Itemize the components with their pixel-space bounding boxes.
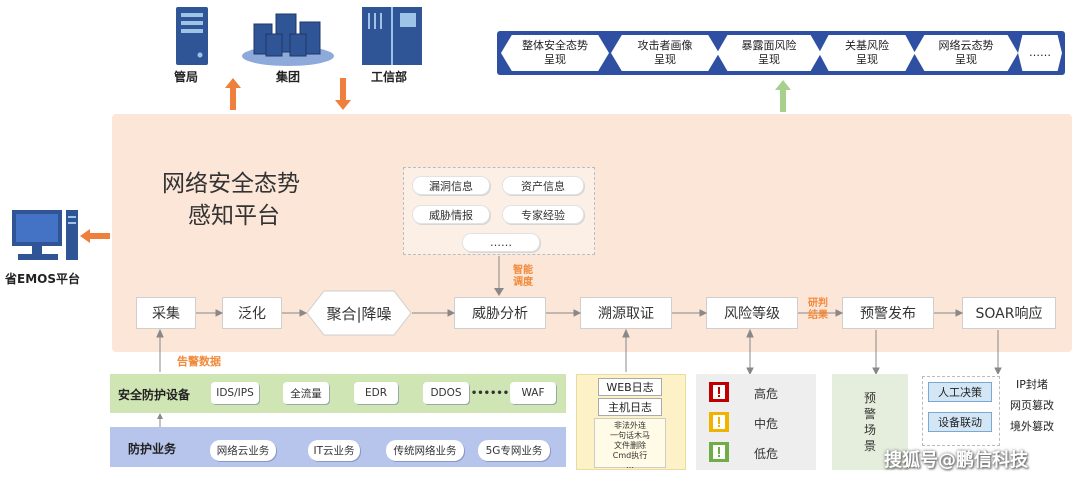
log-paper-line: 非法外连 <box>614 421 646 430</box>
web-log-chip: WEB日志 <box>598 378 662 396</box>
step-trace: 溯源取证 <box>580 297 672 329</box>
platform-title: 网络安全态势 感知平台 <box>162 168 300 232</box>
arrow-down-icon <box>494 256 504 296</box>
warning-scenario-label: 预警场景 <box>864 391 877 453</box>
ribbon-item-line2: 呈现 <box>758 53 780 66</box>
device-full-traffic: 全流量 <box>283 382 329 404</box>
jituan-cluster-icon <box>240 4 336 68</box>
guanju-label: 管局 <box>174 70 199 84</box>
arrow-left-icon <box>80 229 110 243</box>
business-row-label: 防护业务 <box>128 442 177 456</box>
alert-high-icon <box>709 382 729 402</box>
soar-action: 境外篡改 <box>1010 420 1054 433</box>
soar-action: 网页篡改 <box>1010 399 1054 412</box>
ribbon-item-line1: 整体安全态势 <box>522 39 588 52</box>
ribbon-item-attacker: 攻击者画像呈现 <box>611 35 719 71</box>
device-waf: WAF <box>510 382 556 404</box>
smart-dispatch-line1: 智能 <box>513 265 533 276</box>
chip-threat-intel: 威胁情报 <box>412 205 490 224</box>
arrow-up-icon <box>157 413 163 427</box>
security-row-label: 安全防护设备 <box>118 388 191 402</box>
manual-decision-chip: 人工决策 <box>928 382 992 402</box>
ribbon-item-line1: 暴露面风险 <box>741 39 797 52</box>
step-aggregate: 聚合|降噪 <box>326 304 392 323</box>
research-result-label: 研判 结果 <box>808 298 828 322</box>
arrow-up-icon <box>775 80 791 112</box>
device-edr: EDR <box>354 382 398 404</box>
chip-vulnerability: 漏洞信息 <box>412 176 490 195</box>
device-more: •••••• <box>470 387 510 399</box>
device-ddos: DDOS <box>423 382 469 404</box>
arrow-up-icon <box>225 78 241 110</box>
ribbon-item-line1: …… <box>1029 46 1051 59</box>
research-result-line1: 研判 <box>808 298 828 309</box>
ribbon-item-line1: 网络云态势 <box>938 39 994 52</box>
gongxinbu-rack-icon <box>360 5 424 67</box>
ribbon-item-more: …… <box>1018 35 1062 71</box>
emos-label: 省EMOS平台 <box>5 272 80 286</box>
alert-low-icon <box>709 442 729 462</box>
platform-title-line1: 网络安全态势 <box>162 171 300 197</box>
ribbon-item-line2: 呈现 <box>654 53 676 66</box>
gongxinbu-label: 工信部 <box>371 70 408 84</box>
log-paper-line: 一句话木马 <box>610 431 650 440</box>
log-paper-line: Cmd执行 <box>612 451 648 460</box>
ribbon-item-line1: 攻击者画像 <box>637 39 693 52</box>
computer-icon <box>10 208 80 268</box>
step-normalize: 泛化 <box>222 297 282 329</box>
ribbon-item-cloud: 网络云态势呈现 <box>914 35 1018 71</box>
soar-actions: IP封堵 网页篡改 境外篡改 <box>1010 374 1054 437</box>
business-network-cloud: 网络云业务 <box>210 440 276 461</box>
business-5g: 5G专网业务 <box>478 440 550 461</box>
host-log-chip: 主机日志 <box>598 398 662 416</box>
smart-dispatch-line2: 调度 <box>513 277 533 288</box>
alert-medium-icon <box>709 412 729 432</box>
device-linkage-chip: 设备联动 <box>928 412 992 432</box>
ribbon-item-infra: 关基风险呈现 <box>819 35 915 71</box>
research-result-line2: 结果 <box>808 310 828 321</box>
step-threat-analysis: 威胁分析 <box>454 297 546 329</box>
log-paper: 非法外连 一句话木马 文件删除 Cmd执行 … <box>594 418 666 470</box>
risk-low-label: 低危 <box>754 447 779 461</box>
ribbon-item-line1: 关基风险 <box>845 39 889 52</box>
step-risk-level: 风险等级 <box>706 297 798 329</box>
step-soar: SOAR响应 <box>962 297 1056 329</box>
security-device-row <box>110 374 566 413</box>
smart-dispatch-label: 智能 调度 <box>513 265 533 289</box>
step-collect: 采集 <box>136 297 196 329</box>
chip-more: …… <box>462 233 540 252</box>
guanju-server-icon <box>172 5 212 67</box>
arrow-down-icon <box>335 78 351 110</box>
ribbon-item-line2: 呈现 <box>544 53 566 66</box>
ribbon-item-overall: 整体安全态势呈现 <box>501 35 609 71</box>
watermark: 搜狐号@鹏信科技 <box>884 450 1028 471</box>
chip-asset: 资产信息 <box>502 176 584 195</box>
warning-scenario-panel <box>832 374 908 470</box>
ribbon-item-exposure: 暴露面风险呈现 <box>717 35 821 71</box>
step-warning: 预警发布 <box>842 297 934 329</box>
risk-medium-label: 中危 <box>754 417 779 431</box>
ribbon-item-line2: 呈现 <box>856 53 878 66</box>
jituan-label: 集团 <box>276 70 301 84</box>
platform-title-line2: 感知平台 <box>188 203 280 229</box>
ribbon-item-line2: 呈现 <box>955 53 977 66</box>
device-ids-ips: IDS/IPS <box>211 382 259 404</box>
soar-action: IP封堵 <box>1016 378 1048 391</box>
chip-expert: 专家经验 <box>502 205 584 224</box>
soar-inner-box <box>922 376 1000 446</box>
business-traditional: 传统网络业务 <box>386 440 464 461</box>
business-it-cloud: IT云业务 <box>308 440 360 461</box>
risk-high-label: 高危 <box>754 387 779 401</box>
log-paper-line: 文件删除 <box>614 441 646 450</box>
alert-data-label: 告警数据 <box>177 355 221 368</box>
log-paper-line: … <box>626 461 634 470</box>
